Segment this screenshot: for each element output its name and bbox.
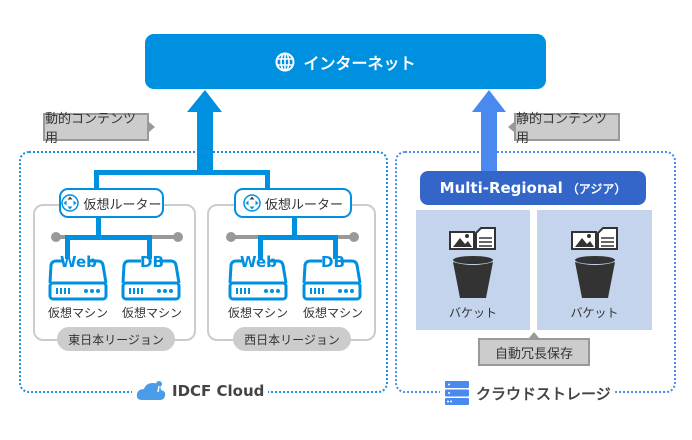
tag-dynamic-label: 動的コンテンツ用 <box>45 112 137 146</box>
vm-label: 仮想マシン <box>302 306 363 320</box>
region-label-east: 東日本リージョン <box>57 327 175 351</box>
router-label: 仮想ルーター <box>264 197 343 213</box>
vm-badge: DB <box>321 253 345 271</box>
server-icon-db <box>302 259 362 301</box>
cloud-storage-logo: クラウドストレージ <box>440 380 615 406</box>
cloud-icon <box>136 381 166 400</box>
region-label-west: 西日本リージョン <box>233 327 351 351</box>
region-note: （アジア） <box>566 181 627 196</box>
tag-static-label: 静的コンテンツ用 <box>516 112 608 146</box>
idcf-cloud-logo: IDCF Cloud <box>132 380 269 402</box>
arrow-static <box>472 90 506 172</box>
vm-badge: Web <box>60 253 97 271</box>
internet-node: インターネット <box>145 34 546 89</box>
bucket-icon <box>449 227 496 298</box>
globe-icon <box>275 52 295 71</box>
bucket-label: バケット <box>570 306 619 320</box>
tag-pointer <box>508 122 514 132</box>
multi-regional-header: Multi-Regional （アジア） <box>420 171 646 205</box>
server-icon-web <box>228 259 288 301</box>
vm-label: 仮想マシン <box>47 306 108 320</box>
router-icon <box>61 194 80 212</box>
vm-badge: Web <box>240 253 277 271</box>
router-label: 仮想ルーター <box>83 197 162 213</box>
tag-pointer <box>149 122 155 132</box>
router-icon <box>243 194 261 212</box>
tag-auto-redundancy: 自動冗長保存 <box>478 338 590 366</box>
idcf-cloud-label: IDCF Cloud <box>172 382 265 400</box>
server-icon-db <box>121 259 181 301</box>
bucket-label: バケット <box>448 306 497 320</box>
internet-label: インターネット <box>303 53 416 73</box>
multi-regional-label: Multi-Regional <box>439 179 563 197</box>
tag-dynamic-content: 動的コンテンツ用 <box>43 112 149 146</box>
tag-static-content: 静的コンテンツ用 <box>514 112 620 146</box>
tag-redundancy-label: 自動冗長保存 <box>494 346 573 362</box>
vm-label: 仮想マシン <box>121 306 182 320</box>
arrow-dynamic <box>187 90 222 172</box>
bucket-icon <box>571 227 618 298</box>
tag-pointer <box>529 332 539 338</box>
server-icon-web <box>48 259 108 301</box>
router-east: 仮想ルーター <box>59 188 164 218</box>
cloud-storage-label: クラウドストレージ <box>476 384 611 403</box>
router-west: 仮想ルーター <box>234 188 352 218</box>
vm-badge: DB <box>140 253 164 271</box>
storage-icon <box>445 381 469 405</box>
router-bus <box>94 170 270 175</box>
vm-label: 仮想マシン <box>227 306 288 320</box>
